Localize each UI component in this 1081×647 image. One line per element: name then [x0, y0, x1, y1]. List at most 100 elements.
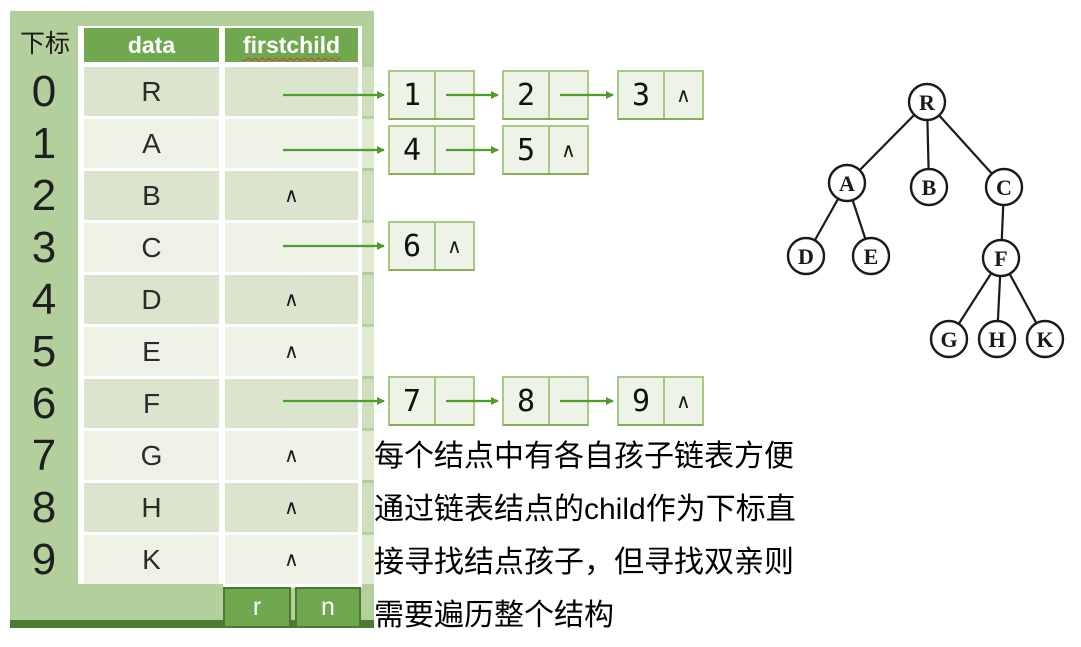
column-header-data: data: [84, 28, 219, 62]
data-cell: K: [84, 535, 219, 584]
node-value: 9: [619, 378, 665, 424]
list-node: 1: [388, 70, 475, 120]
node-next-pointer: [436, 378, 473, 424]
tree-node-circle: [929, 319, 969, 359]
tree-edge: [948, 257, 1002, 340]
list-node: 3∧: [617, 70, 704, 120]
list-node: 5∧: [502, 125, 589, 175]
null-pointer-symbol: ∧: [284, 340, 299, 363]
tree-edge: [999, 186, 1006, 259]
firstchild-cell: ∧: [225, 275, 358, 324]
firstchild-cell: [225, 119, 358, 168]
node-next-pointer: [550, 378, 587, 424]
row-edge-strip: [362, 223, 374, 272]
tree-node-label: C: [996, 175, 1012, 200]
list-node: 8: [502, 376, 589, 426]
node-null-pointer: ∧: [676, 84, 691, 107]
firstchild-label: firstchild: [242, 32, 341, 58]
node-null-pointer: ∧: [676, 390, 691, 413]
data-cell: F: [84, 379, 219, 428]
caption-line: 接寻找结点孩子，但寻找双亲则: [374, 546, 794, 579]
tree-node-label: R: [919, 90, 936, 115]
node-value: 5: [504, 127, 550, 173]
data-cell: R: [84, 67, 219, 116]
firstchild-cell: ∧: [225, 535, 358, 584]
firstchild-cell: ∧: [225, 327, 358, 376]
row-index: 4: [31, 275, 57, 324]
data-cell: C: [84, 223, 219, 272]
tree-node-circle: [981, 238, 1021, 278]
tree-node-label: D: [798, 244, 814, 269]
row-edge-strip: [362, 483, 374, 532]
caption: 每个结点中有各自孩子链表方便通过链表结点的child作为下标直接寻找结点孩子，但…: [374, 430, 874, 642]
row-index: 1: [31, 119, 57, 168]
row-edge-strip: [362, 171, 374, 220]
tree-edge: [926, 101, 1005, 188]
row-index: 2: [31, 171, 57, 220]
node-null-pointer: ∧: [447, 235, 462, 258]
tree-node-circle: [907, 82, 947, 122]
tree-node-label: B: [922, 175, 937, 200]
caption-line: 每个结点中有各自孩子链表方便: [374, 440, 794, 473]
node-value: 4: [390, 127, 436, 173]
data-cell: B: [84, 171, 219, 220]
tree-node-circle: [827, 163, 867, 203]
row-index: 8: [31, 483, 57, 532]
node-next-pointer: [436, 127, 473, 173]
caption-line: 需要遍历整个结构: [374, 599, 614, 632]
row-edge-strip: [362, 275, 374, 324]
index-column-header: 下标: [19, 30, 70, 58]
data-cell: D: [84, 275, 219, 324]
column-header-firstchild: firstchild: [225, 28, 358, 62]
null-pointer-symbol: ∧: [284, 548, 299, 571]
row-index: 5: [31, 327, 57, 376]
row-index: 6: [31, 379, 57, 428]
firstchild-cell: ∧: [225, 483, 358, 532]
row-edge-strip: [362, 379, 374, 428]
row-index: 7: [31, 431, 57, 480]
footer-gap: [223, 583, 362, 588]
row-index: 0: [31, 67, 57, 116]
node-value: 3: [619, 72, 665, 118]
row-edge-strip: [362, 535, 374, 584]
tree-node-label: A: [839, 171, 855, 196]
tree-node-circle: [977, 319, 1017, 359]
tree-node-circle: [851, 236, 891, 276]
footer-cell-r: r: [223, 587, 291, 628]
data-cell: E: [84, 327, 219, 376]
data-cell: A: [84, 119, 219, 168]
row-edge-strip: [362, 431, 374, 480]
list-node: 2: [502, 70, 589, 120]
list-node: 9∧: [617, 376, 704, 426]
tree-edge: [925, 101, 931, 188]
data-cell: G: [84, 431, 219, 480]
firstchild-cell: [225, 223, 358, 272]
firstchild-cell: ∧: [225, 171, 358, 220]
node-next-pointer: [550, 72, 587, 118]
tree-edge: [995, 257, 1003, 340]
tree-node-label: H: [988, 327, 1005, 352]
null-pointer-symbol: ∧: [284, 288, 299, 311]
data-cell: H: [84, 483, 219, 532]
firstchild-cell: [225, 379, 358, 428]
node-null-pointer: ∧: [561, 139, 576, 162]
list-node: 7: [388, 376, 475, 426]
tree-edge: [846, 101, 928, 184]
node-next-pointer: [436, 72, 473, 118]
tree-edge: [1000, 257, 1046, 340]
footer-cell-n: n: [295, 587, 361, 628]
row-edge-strip: [362, 327, 374, 376]
null-pointer-symbol: ∧: [284, 444, 299, 467]
tree-node-circle: [984, 167, 1024, 207]
list-node: 6∧: [388, 221, 475, 271]
null-pointer-symbol: ∧: [284, 496, 299, 519]
tree-node-label: E: [864, 244, 879, 269]
null-pointer-symbol: ∧: [284, 184, 299, 207]
row-index: 9: [31, 535, 57, 584]
node-value: 8: [504, 378, 550, 424]
tree-node-label: K: [1036, 327, 1053, 352]
node-value: 1: [390, 72, 436, 118]
node-value: 7: [390, 378, 436, 424]
